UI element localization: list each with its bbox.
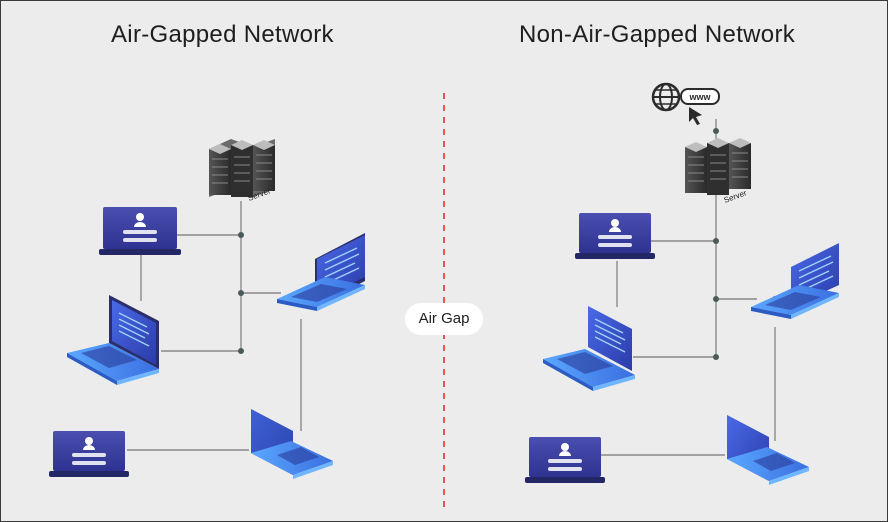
laptop-icon: [277, 233, 365, 311]
cursor-icon: [689, 107, 702, 125]
laptop-icon: [67, 295, 159, 385]
air-gapped-title: Air-Gapped Network: [111, 21, 334, 48]
server-icon: Server: [209, 139, 275, 203]
monitor-login-icon: [99, 207, 181, 255]
non-air-gapped-title: Non-Air-Gapped Network: [519, 21, 796, 48]
laptop-icon: [727, 415, 809, 485]
left-network-links: [127, 201, 302, 451]
internet-icon: www: [651, 82, 720, 125]
laptop-icon: [251, 409, 333, 479]
monitor-login-icon: [525, 437, 605, 483]
monitor-login-icon: [49, 431, 129, 477]
laptop-icon: [751, 243, 839, 319]
laptop-icon: [543, 306, 635, 391]
air-gap-label: Air Gap: [405, 303, 483, 335]
www-label: www: [688, 92, 711, 102]
monitor-login-icon: [575, 213, 655, 259]
server-icon: Server: [685, 138, 751, 205]
